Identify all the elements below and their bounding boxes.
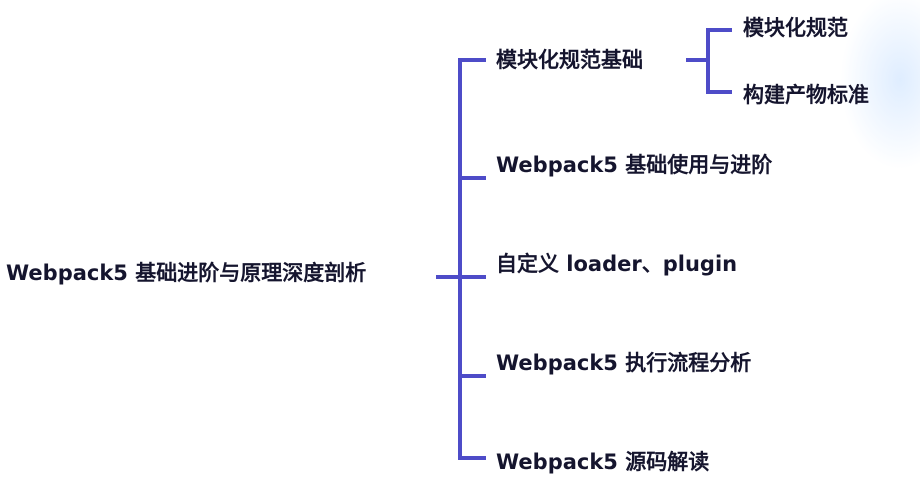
leaf-node-module-spec: 模块化规范 bbox=[743, 16, 848, 40]
leaf-node-build-artifact-standard: 构建产物标准 bbox=[743, 83, 869, 107]
branch-node-webpack-source-reading: Webpack5 源码解读 bbox=[496, 450, 710, 474]
branch-node-webpack-execution-flow: Webpack5 执行流程分析 bbox=[496, 351, 752, 375]
branch-node-modularity-basics: 模块化规范基础 bbox=[496, 48, 643, 72]
root-node: Webpack5 基础进阶与原理深度剖析 bbox=[6, 261, 367, 285]
branch-node-custom-loader-plugin: 自定义 loader、plugin bbox=[496, 252, 738, 276]
branch-node-webpack-basic-usage: Webpack5 基础使用与进阶 bbox=[496, 153, 773, 177]
background-glow bbox=[840, 0, 920, 170]
